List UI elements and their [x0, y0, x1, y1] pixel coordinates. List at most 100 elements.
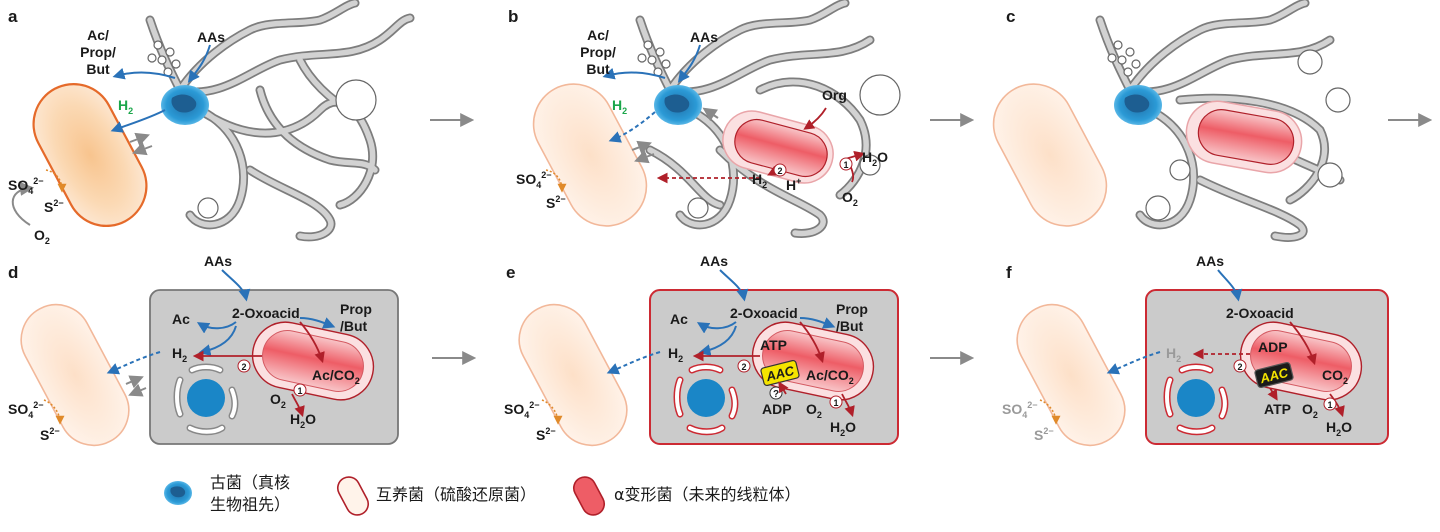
legend-archaea-swatch: [164, 481, 192, 505]
label-but-e: /But: [836, 318, 864, 334]
label-so4-f: SO42−: [1002, 400, 1038, 420]
exchange-arrow-b3: [702, 107, 719, 122]
label-hplus-b: H+: [786, 176, 801, 193]
legend-alpha-label: α变形菌（未来的线粒体）: [614, 485, 801, 504]
archaeon-b: [654, 85, 702, 125]
arrow-aas-f: [1217, 269, 1243, 302]
label-but-d: /But: [340, 318, 368, 334]
syntroph-e: [518, 303, 628, 447]
arrow-acco2-e: [799, 321, 825, 364]
label-s2-f: S2−: [1034, 426, 1054, 443]
arrow-h2-out-d: [106, 351, 161, 375]
sulfur-cycle-arrow-a: [11, 181, 35, 226]
panel-c: c: [992, 0, 1351, 242]
label-o2-e: O2: [806, 401, 822, 420]
panel-letter-b: b: [508, 7, 518, 26]
panel-a: a Ac/ Prop/ But AAs: [8, 0, 415, 246]
label-s2-a: S2−: [44, 198, 64, 215]
svg-text:2: 2: [777, 166, 782, 176]
label-h2o-e: H2O: [830, 419, 856, 438]
label-h2-e: H2: [668, 345, 683, 364]
legend-syntroph-swatch: [336, 476, 370, 516]
syntroph-a: [32, 82, 148, 228]
label-h2o-b: H2O: [862, 149, 888, 168]
archaeon-a: [161, 85, 209, 125]
label-aas-b: AAs: [690, 29, 718, 45]
arrow-h2-out-e: [606, 351, 661, 375]
svg-text:2: 2: [741, 362, 746, 372]
aac-transporter-e: AAC: [760, 359, 800, 387]
arrow-aas-e: [719, 269, 749, 302]
legend-archaea-line1: 古菌（真核: [210, 473, 290, 492]
arrow-h2-a: [110, 109, 166, 133]
arrow-aas-b: [677, 44, 701, 83]
label-so4-b: SO42−: [516, 170, 552, 190]
label-aas-a: AAs: [197, 29, 225, 45]
legend-archaea-line2: 生物祖先）: [210, 495, 290, 514]
arrow-co2-f: [1289, 321, 1317, 366]
label-s2-e: S2−: [536, 426, 556, 443]
arrow-h2-e: [698, 325, 737, 357]
panel-letter-f: f: [1006, 263, 1012, 282]
label-o2-d: O2: [270, 391, 286, 410]
step1-marker-e: 1: [829, 395, 843, 409]
label-h2-out-b: H2: [752, 171, 767, 190]
legend: 古菌（真核 生物祖先） 互养菌（硫酸还原菌） α变形菌（未来的线粒体）: [164, 473, 801, 516]
label-atp-e: ATP: [760, 337, 787, 353]
exchange-arrow-d2: [128, 383, 147, 397]
arrow-h2o-d: [291, 393, 305, 418]
label-prop-d: Prop: [340, 301, 372, 317]
label-acco2-d: Ac/CO2: [312, 367, 360, 386]
arrow-h2-out-f: [1106, 351, 1161, 375]
label-ac-e: Ac: [670, 311, 688, 327]
label-o2-f: O2: [1302, 401, 1318, 420]
label-but-b: But: [586, 61, 610, 77]
label-h2-b: H2: [612, 97, 627, 116]
panel-letter-e: e: [506, 263, 515, 282]
arrow-aas-a: [187, 44, 211, 83]
vesicles-a: [147, 40, 377, 219]
exchange-arrow-a2: [132, 142, 153, 156]
svg-text:2: 2: [1237, 362, 1242, 372]
panel-e: e AAC ?: [504, 253, 899, 447]
step2-marker-f: 2: [1233, 359, 1247, 373]
label-aas-f: AAs: [1196, 253, 1224, 269]
syntroph-b: [532, 83, 648, 227]
alphaproteobacterium-c: [1185, 100, 1303, 174]
label-aas-e: AAs: [700, 253, 728, 269]
archaeal-network-b: [635, 0, 875, 238]
syntroph-f: [1016, 303, 1126, 447]
arrow-acco2-d: [299, 321, 325, 364]
label-oxoacid-d: 2-Oxoacid: [232, 305, 300, 321]
label-s2-d: S2−: [40, 426, 60, 443]
nucleus-f: [1163, 363, 1229, 436]
arrow-org-b: [803, 107, 827, 130]
legend-syntroph-label: 互养菌（硫酸还原菌）: [376, 485, 536, 504]
svg-text:AAC: AAC: [1258, 365, 1291, 387]
arrow-h2-d: [198, 325, 237, 357]
label-co2-f: CO2: [1322, 367, 1348, 386]
label-h2-d: H2: [172, 345, 187, 364]
arrow-propbut-e: [799, 317, 836, 329]
svg-text:AAC: AAC: [764, 363, 797, 385]
panel-letter-a: a: [8, 7, 18, 26]
nucleus-e: [673, 363, 739, 436]
step2-marker-e: 2: [737, 359, 751, 373]
label-ac-d: Ac: [172, 311, 190, 327]
vesicles-c: [1107, 40, 1351, 221]
label-h2o-f: H2O: [1326, 419, 1352, 438]
label-prop-a: Prop/: [80, 44, 116, 60]
legend-alpha-swatch: [572, 476, 606, 516]
label-ac-b: Ac/: [587, 27, 609, 43]
label-so4-e: SO42−: [504, 400, 540, 420]
step2-marker-d: 2: [237, 359, 251, 373]
arrow-h2o-e: [841, 393, 855, 418]
arrow-to-acpropbut-b: [602, 67, 666, 80]
svg-text:2: 2: [241, 362, 246, 372]
label-so4-d: SO42−: [8, 400, 44, 420]
label-adp-e: ADP: [762, 401, 792, 417]
label-so4-a: SO42−: [8, 176, 44, 196]
label-o2-a: O2: [34, 227, 50, 246]
alphaproteobacterium-d: [251, 321, 375, 401]
